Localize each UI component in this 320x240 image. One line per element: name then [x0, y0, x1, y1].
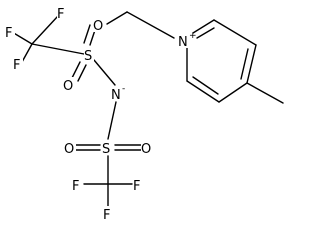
ring-bond-c4-c5 [218, 82, 248, 103]
structure-canvas: F F F S O O N - S O O F F F N + [5, 5, 284, 223]
imide-nitrogen-label: N [111, 88, 121, 103]
sulfur-label: S [84, 49, 92, 64]
positive-charge: + [189, 31, 197, 41]
fluorine-label: F [5, 26, 12, 41]
bond-c1-f2 [21, 43, 33, 63]
bond-ethyl-ch2 [126, 11, 175, 39]
bond-n-s2 [107, 101, 117, 140]
bond-ethyl-ch3 [106, 11, 128, 25]
ring-bond-n-c2 [192, 19, 215, 34]
atom-labels: F F F S O O N - S O O F F F N + [5, 5, 197, 223]
ring-bond-c2-c3 [213, 19, 257, 46]
fluorine-label: F [13, 58, 20, 73]
oxygen-label: O [93, 19, 103, 34]
fluorine-label: F [133, 179, 140, 194]
negative-charge: - [122, 84, 125, 94]
oxygen-label: O [63, 79, 73, 94]
sulfur-label: S [102, 142, 110, 157]
oxygen-label: O [64, 142, 74, 157]
bonds [11, 11, 284, 208]
bond-s1-o2a [77, 64, 87, 82]
ring-bond-c5-c6-inner [192, 76, 219, 95]
bond-c1-f1 [11, 31, 33, 45]
bond-s1-o1b [83, 24, 91, 44]
pyridinium-nitrogen-label: N [178, 35, 188, 50]
oxygen-label: O [141, 142, 151, 157]
ring-bond-c3-c4-inner [240, 48, 249, 80]
bond-c1-f3 [31, 15, 59, 45]
fluorine-label: F [103, 208, 110, 223]
ring-bond-c3-c4 [246, 44, 257, 84]
bond-c1-s1 [31, 43, 85, 55]
bond-s1-o2b [71, 61, 81, 79]
ring-bond-c5-c6 [186, 80, 220, 103]
bond-s1-n [93, 59, 116, 86]
fluorine-label: F [57, 7, 64, 22]
ring-bond-n-c2-inner [196, 27, 215, 39]
bond-ring-methyl [246, 82, 284, 104]
chemical-structure: F F F S O O N - S O O F F F N + [5, 5, 284, 223]
fluorine-label: F [72, 179, 79, 194]
